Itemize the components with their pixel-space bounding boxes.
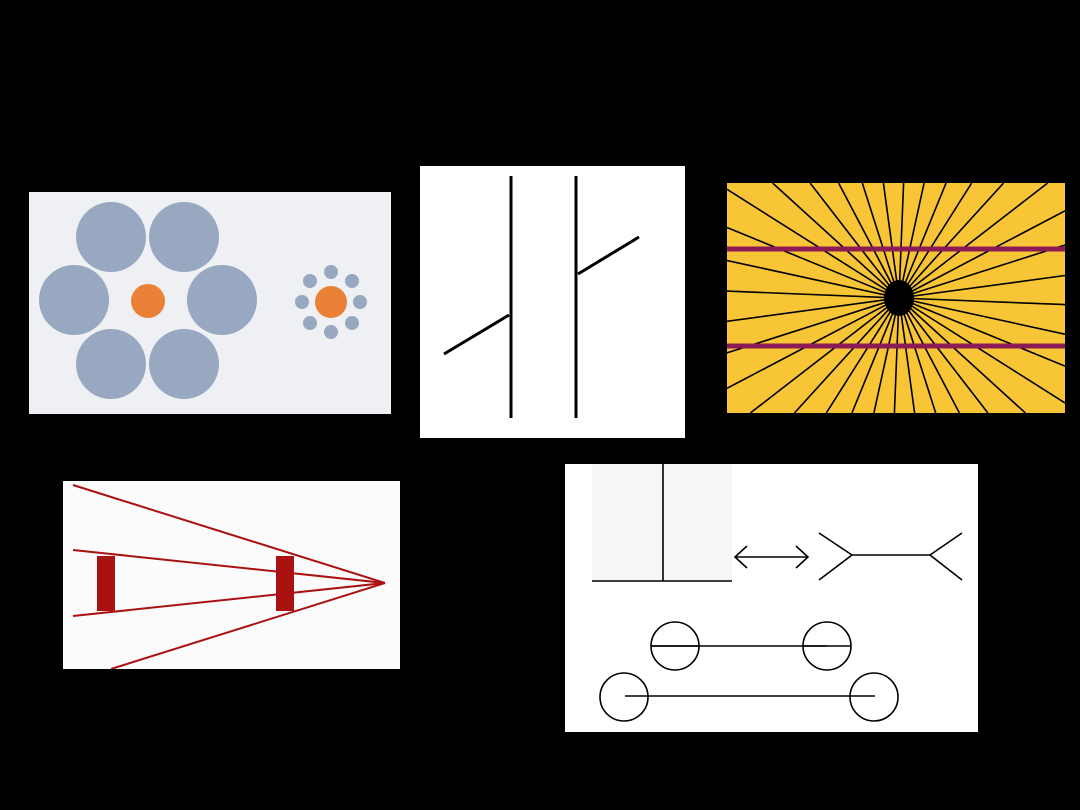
hering-illusion-icon	[727, 183, 1065, 413]
hering-ray	[898, 183, 905, 299]
hering-ray	[727, 226, 900, 299]
hering-ray	[898, 297, 1026, 413]
hering-illusion-panel	[727, 183, 1065, 413]
hering-ray	[772, 183, 900, 299]
hering-ray	[898, 297, 1065, 306]
hering-ray	[861, 183, 900, 299]
ebbinghaus-illusion-icon	[29, 192, 391, 414]
hering-ray	[727, 188, 900, 299]
hering-ray	[898, 297, 989, 413]
ponzo-illusion-icon	[63, 481, 400, 669]
hering-ray	[882, 183, 900, 299]
ponzo-illusion-panel	[63, 481, 400, 669]
muller-lyer-variants-icon	[565, 464, 978, 732]
hering-ray	[898, 297, 1065, 335]
hering-ray	[727, 290, 900, 299]
hering-ray	[727, 297, 900, 323]
ebbinghaus-illusion-panel	[29, 192, 391, 414]
hering-ray	[809, 183, 900, 299]
hering-ray	[825, 297, 900, 413]
hering-ray	[898, 183, 925, 299]
poggendorff-illusion-icon	[420, 166, 685, 438]
hering-ray	[873, 297, 900, 413]
hering-ray	[898, 183, 1049, 299]
poggendorff-illusion-panel	[420, 166, 685, 438]
hering-ray	[898, 297, 916, 413]
hering-ray	[851, 297, 900, 413]
muller-lyer-variants-panel	[565, 464, 978, 732]
hering-ray	[898, 183, 947, 299]
hering-ray	[898, 274, 1065, 299]
hering-ray	[898, 244, 1065, 299]
hering-ray	[898, 183, 973, 299]
hering-ray	[898, 210, 1065, 299]
hering-ray	[749, 297, 900, 413]
hering-ray	[727, 259, 900, 299]
hering-ray	[793, 297, 900, 413]
hering-ray	[837, 183, 900, 299]
hering-ray	[898, 297, 961, 413]
hering-ray	[898, 297, 1065, 367]
hering-ray	[727, 297, 900, 390]
hering-ray	[898, 297, 1065, 404]
hering-ray	[893, 297, 900, 413]
hering-ray	[898, 183, 1005, 299]
hering-ray	[898, 297, 937, 413]
